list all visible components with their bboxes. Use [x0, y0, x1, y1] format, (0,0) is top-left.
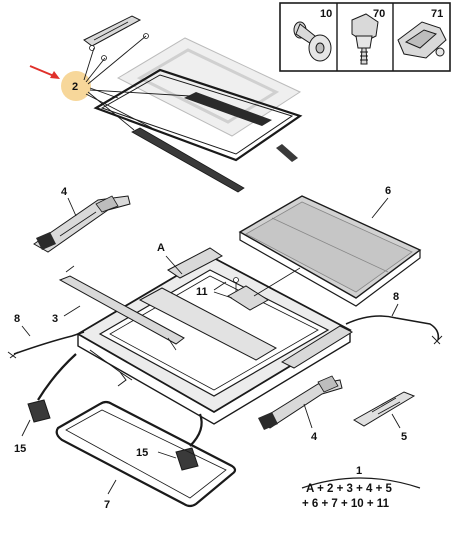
foam-pad-left: 15 [14, 353, 77, 455]
sunroof-frame: A [76, 242, 354, 425]
motor-unit: 11 [196, 267, 301, 311]
callout-3: 3 [52, 313, 58, 325]
mechanism-left: 4 [33, 186, 131, 253]
callout-15-right: 15 [136, 447, 148, 459]
formula-line-2: + 6 + 7 + 10 + 11 [302, 498, 390, 510]
pointer-arrow-icon [29, 65, 60, 79]
callout-8-right: 8 [393, 291, 399, 303]
callout-8-left: 8 [14, 313, 20, 325]
sunshade-panel: 6 [238, 185, 422, 307]
guide-part: 5 [353, 391, 416, 443]
glass-panel-assembly [83, 15, 303, 193]
callout-15-left: 15 [14, 443, 26, 455]
callout-6: 6 [385, 185, 391, 197]
callout-7: 7 [104, 499, 110, 511]
callout-11: 11 [196, 286, 208, 298]
callout-A: A [157, 242, 165, 254]
inset-number-10: 10 [320, 8, 332, 20]
roof-seal: 7 [55, 400, 237, 511]
callout-1: 1 [356, 465, 362, 477]
kit-composition: 1 A + 2 + 3 + 4 + 5 + 6 + 7 + 10 + 11 [301, 465, 421, 510]
inset-number-70: 70 [373, 8, 385, 20]
callout-2: 2 [29, 35, 191, 131]
callout-4-bottom: 4 [311, 431, 318, 443]
callout-5: 5 [401, 431, 407, 443]
callout-2-label: 2 [72, 81, 78, 93]
front-deflector: 3 [52, 265, 185, 351]
clip-icon [351, 13, 379, 65]
push-rivet-icon [293, 21, 332, 62]
mechanism-right: 4 [258, 375, 343, 443]
inset-number-71: 71 [431, 8, 443, 20]
fastener-inset: 10 70 71 [279, 2, 451, 72]
bracket-clip-icon [397, 21, 447, 59]
callout-4-top: 4 [61, 186, 68, 198]
formula-line-1: A + 2 + 3 + 4 + 5 [306, 483, 392, 495]
drain-hose-right: 8 [345, 291, 443, 345]
drain-hose-left: 8 [7, 313, 85, 359]
